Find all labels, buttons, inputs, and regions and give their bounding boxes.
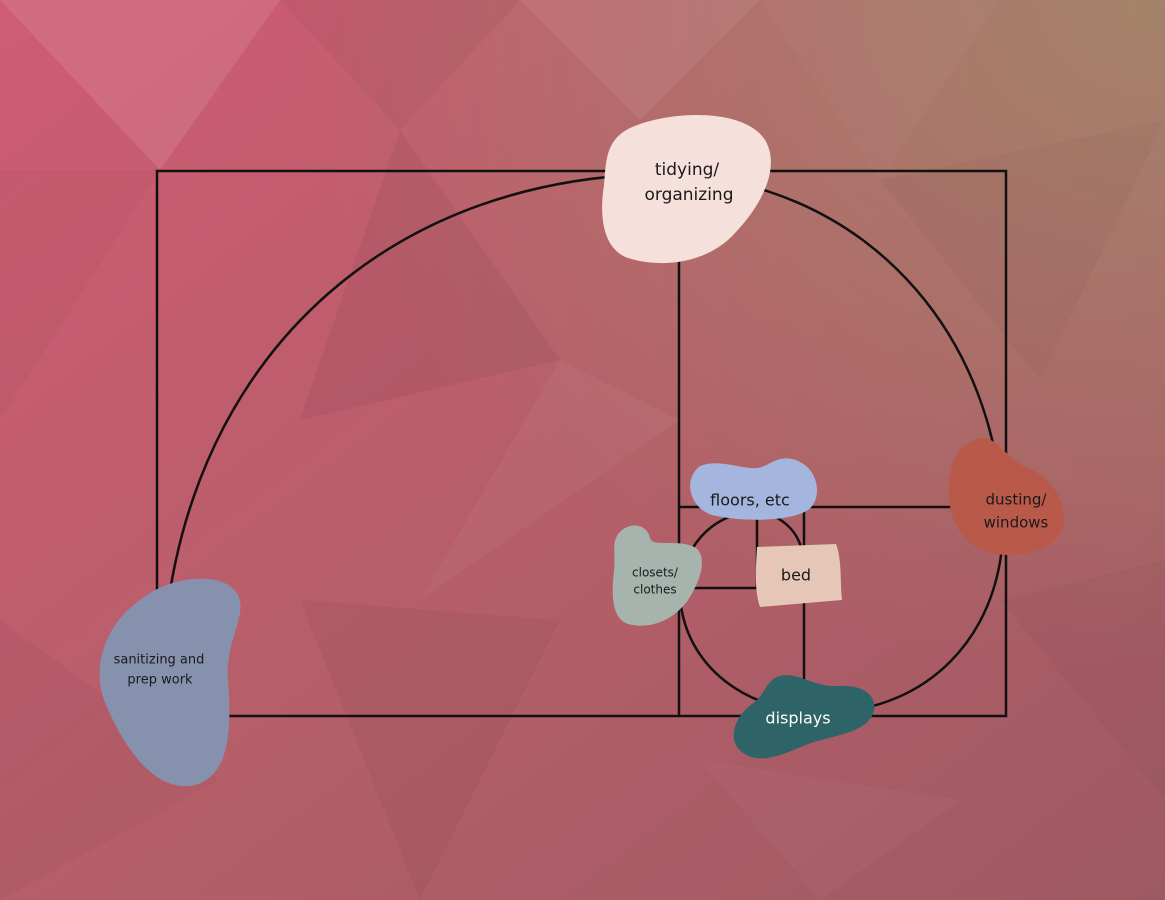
label-sanitizing-line2: prep work <box>127 673 193 688</box>
node-displays: displays <box>733 675 875 759</box>
blob-bed <box>755 544 842 607</box>
golden-rectangle-grid <box>155 169 1008 718</box>
node-floors: floors, etc <box>690 458 818 520</box>
node-bed: bed <box>755 544 842 607</box>
blob-dusting <box>948 437 1065 556</box>
blob-tidying <box>602 115 771 264</box>
label-sanitizing-line1: sanitizing and <box>114 653 205 668</box>
label-bed: bed <box>781 566 811 585</box>
outer-rectangle <box>155 169 1008 718</box>
label-closets-line1: closets/ <box>632 566 679 580</box>
node-dusting-windows: dusting/ windows <box>948 437 1065 556</box>
golden-spiral <box>166 172 1005 714</box>
node-closets-clothes: closets/ clothes <box>612 525 702 626</box>
blob-closets <box>612 525 702 626</box>
node-sanitizing: sanitizing and prep work <box>99 578 241 787</box>
blob-sanitizing <box>99 578 241 787</box>
node-tidying-organizing: tidying/ organizing <box>602 115 771 264</box>
blob-displays <box>733 675 875 759</box>
label-displays: displays <box>765 709 830 728</box>
label-closets-line2: clothes <box>633 583 676 597</box>
blob-floors <box>690 458 818 520</box>
label-dusting-line1: dusting/ <box>986 491 1048 509</box>
label-dusting-line2: windows <box>984 514 1049 532</box>
label-tidying-line1: tidying/ <box>655 160 720 180</box>
label-tidying-line2: organizing <box>644 185 733 205</box>
label-floors: floors, etc <box>710 491 790 510</box>
